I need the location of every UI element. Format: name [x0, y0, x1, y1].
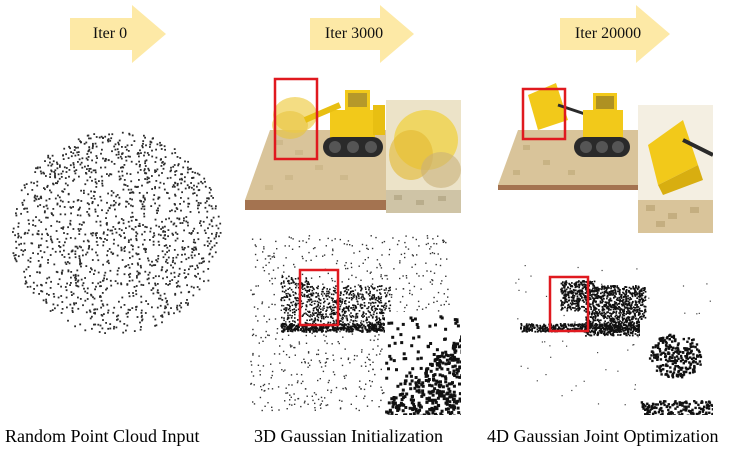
iter-20000-points-zoom-inset	[640, 320, 716, 418]
iter-0-label: Iter 0	[92, 25, 128, 42]
iter-3000-gaussian-points	[250, 235, 460, 415]
caption-random-point-cloud: Random Point Cloud Input	[5, 426, 200, 446]
iter-20000-render-image	[498, 75, 713, 190]
arrow-shape-icon	[310, 5, 414, 63]
iter-20000-arrow: Iter 20000	[560, 5, 670, 63]
caption-4d-gaussian-joint-opt: 4D Gaussian Joint Optimization	[487, 426, 719, 446]
caption-3d-gaussian-init: 3D Gaussian Initialization	[254, 426, 443, 446]
optimized-gaussian-scatter	[515, 265, 711, 406]
iter-3000-label: Iter 3000	[324, 25, 384, 42]
arrow-shape-icon	[560, 5, 670, 63]
arrow-shape-icon	[70, 5, 166, 63]
iter-20000-label: Iter 20000	[574, 25, 642, 42]
iter-0-arrow: Iter 0	[70, 5, 166, 63]
gaussian-point-scatter	[250, 235, 452, 412]
point-cloud-scatter	[12, 131, 222, 334]
lego-render-sharp-icon	[498, 83, 638, 190]
random-point-cloud-image	[5, 125, 225, 340]
iter-3000-arrow: Iter 3000	[310, 5, 414, 63]
iter-20000-zoom-inset	[638, 105, 714, 233]
gaussian-zoom-scatter	[385, 312, 464, 418]
optimized-zoom-scatter	[640, 320, 716, 418]
iter-20000-gaussian-points	[500, 265, 715, 415]
zoom-sharp-shovel-icon	[638, 105, 714, 233]
zoom-blurry-shovel-icon	[386, 100, 461, 213]
iter-3000-points-zoom-inset	[385, 312, 464, 418]
iter-3000-zoom-inset	[386, 100, 461, 213]
